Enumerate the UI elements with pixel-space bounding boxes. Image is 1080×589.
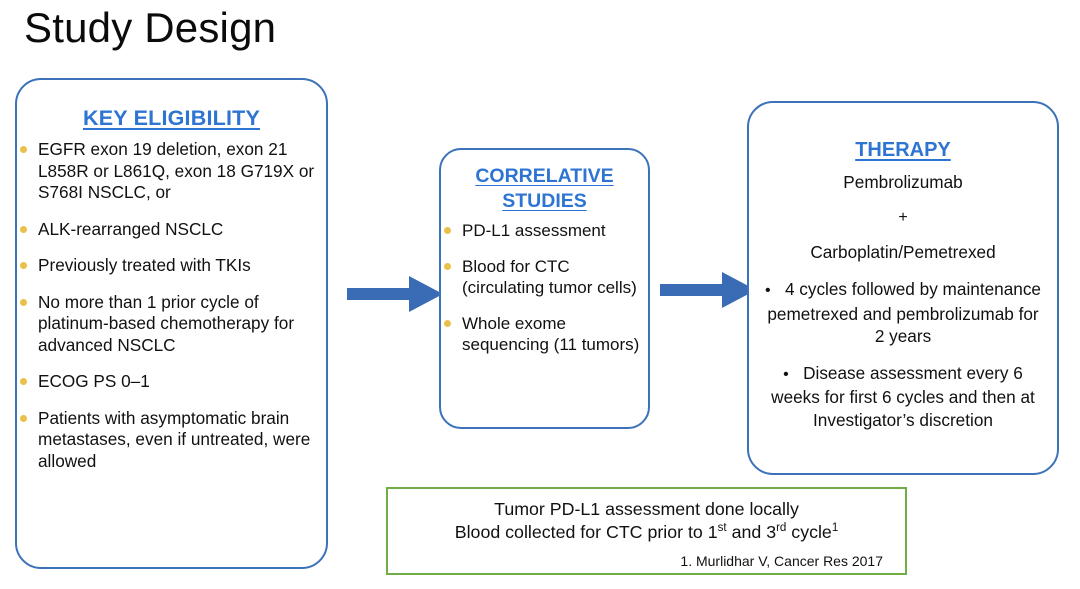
list-item: Previously treated with TKIs [17,255,326,277]
therapy-plus-symbol: + [898,209,908,226]
therapy-drug-1: Pembrolizumab [843,172,963,192]
list-item: No more than 1 prior cycle of platinum-b… [17,292,326,357]
list-item: ALK-rearranged NSCLC [17,219,326,241]
list-item: Patients with asymptomatic brain metasta… [17,408,326,473]
key-eligibility-list: EGFR exon 19 deletion, exon 21 L858R or … [17,139,326,472]
therapy-bullet-2: • Disease assessment every 6 weeks for f… [761,362,1045,432]
therapy-drug-2: Carboplatin/Pemetrexed [810,242,996,262]
footnote-line-1: Tumor PD-L1 assessment done locally [494,499,799,519]
bullet-glyph: • [765,282,771,299]
therapy-bullet-2-text: Disease assessment every 6 weeks for fir… [771,362,1035,430]
footnote-line-2-part-c: cycle [786,522,832,542]
therapy-heading: THERAPY [855,139,951,161]
list-item: Blood for CTC (circulating tumor cells) [441,256,648,299]
list-item: ECOG PS 0–1 [17,371,326,393]
footnote-citation: 1. Murlidhar V, Cancer Res 2017 [680,553,883,569]
footnote-sup-ref: 1 [831,522,839,535]
page-title: Study Design [24,4,277,51]
therapy-box: THERAPY Pembrolizumab + Carboplatin/Peme… [747,101,1059,475]
bullet-glyph: • [783,365,789,383]
arrow-right-icon-2 [660,268,758,312]
correlative-heading-line-2: STUDIES [502,190,587,212]
list-item: PD-L1 assessment [441,220,648,242]
correlative-studies-list: PD-L1 assessment Blood for CTC (circulat… [441,220,648,356]
list-item: EGFR exon 19 deletion, exon 21 L858R or … [17,139,326,204]
correlative-studies-box: CORRELATIVE STUDIES PD-L1 assessment Blo… [439,148,650,429]
footnote-sup-rd: rd [776,522,787,535]
footnote-line-2-part-a: Blood collected for CTC prior to 1 [454,522,718,542]
footnote-line-2-part-b: and 3 [726,522,777,542]
footnote-box: Tumor PD-L1 assessment done locally Bloo… [386,487,907,575]
footnote-line-2: Blood collected for CTC prior to 1st and… [388,521,905,544]
therapy-bullet-1-text: 4 cycles followed by maintenance pemetre… [767,279,1041,346]
therapy-bullet-1: • 4 cycles followed by maintenance pemet… [761,278,1045,348]
footnote-sup-st: st [717,522,727,535]
key-eligibility-box: KEY ELIGIBILITY EGFR exon 19 deletion, e… [15,78,328,569]
correlative-studies-heading: CORRELATIVE STUDIES [451,164,638,214]
list-item: Whole exome sequencing (11 tumors) [441,313,648,356]
correlative-heading-line-1: CORRELATIVE [475,165,614,187]
key-eligibility-heading: KEY ELIGIBILITY [82,106,260,130]
arrow-right-icon-1 [347,272,445,316]
